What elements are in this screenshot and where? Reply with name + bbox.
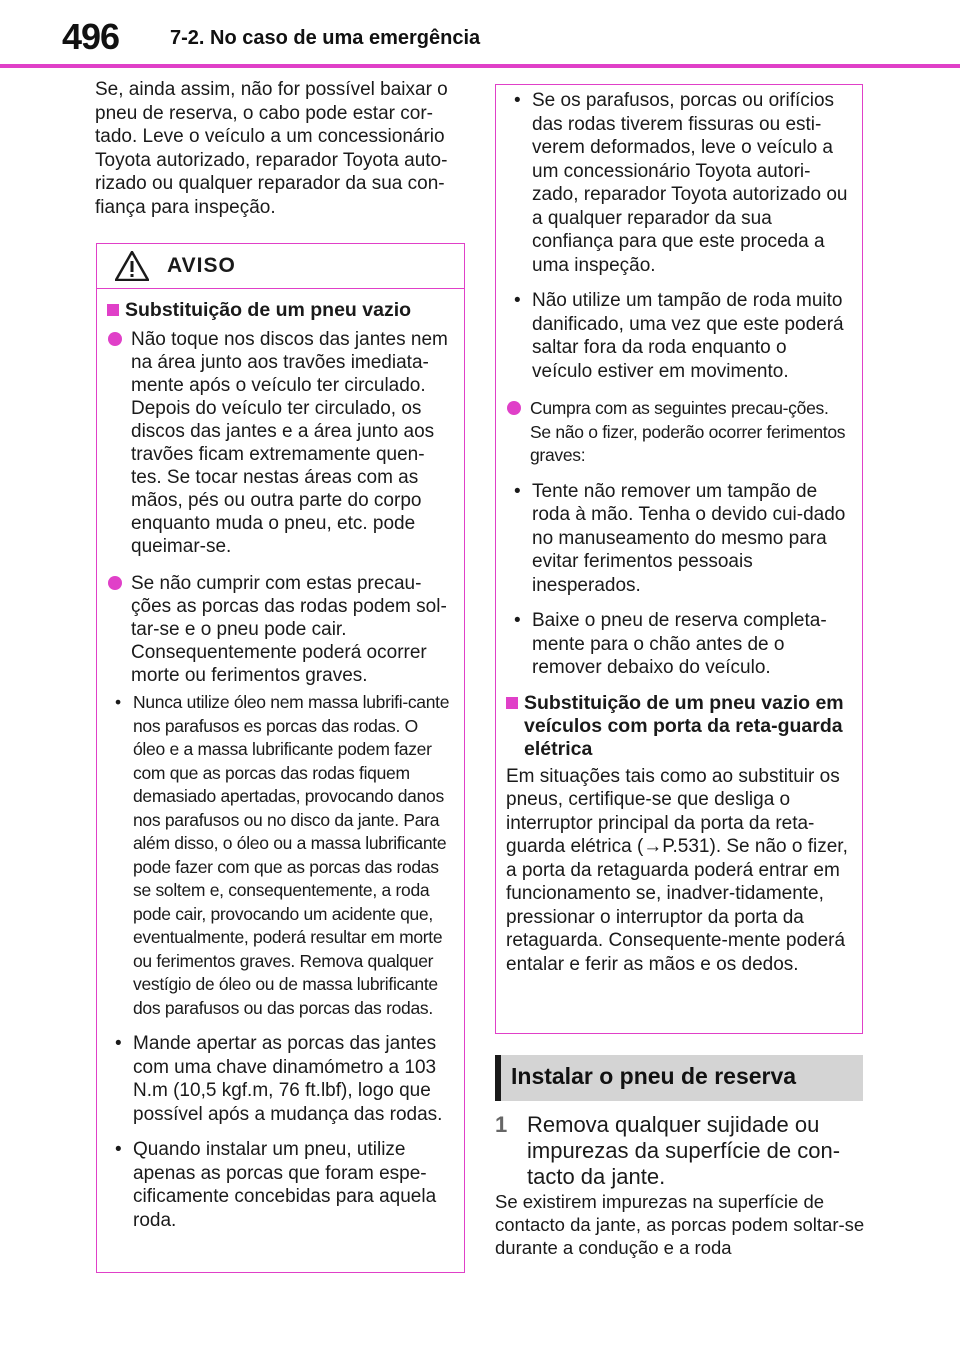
page-number: 496 <box>62 16 120 57</box>
body-text: ). Se não o fizer, a porta da retaguarda… <box>506 836 848 975</box>
warning-item-text: Cumpra com as seguintes precau-ções. Se … <box>530 398 846 465</box>
list-item: •Baixe o pneu de reserva completa-mente … <box>514 610 827 678</box>
list-item-text: Tente não remover um tampão de roda à mã… <box>532 480 846 596</box>
step-description: Se existirem impurezas na superfície de … <box>495 1191 865 1258</box>
list-item-text: Não utilize um tampão de roda muito dani… <box>532 290 844 382</box>
section-heading: Substituição de um pneu vazio <box>107 299 454 322</box>
warning-triangle-icon <box>115 251 149 281</box>
header-divider <box>0 64 960 68</box>
step-text: Remova qualquer sujidade ou impurezas da… <box>527 1112 841 1189</box>
warning-label: AVISO <box>167 254 236 277</box>
list-item: •Quando instalar um pneu, utilize apenas… <box>115 1139 437 1231</box>
step-number: 1 <box>495 1112 508 1137</box>
warning-content: •Se os parafusos, porcas ou orifícios da… <box>496 85 862 976</box>
warning-item-text: Se não cumprir com estas precau-ções as … <box>131 573 447 686</box>
warning-item: Não toque nos discos das jantes nem na á… <box>107 328 454 558</box>
intro-paragraph: Se, ainda assim, não for possível baixar… <box>95 79 448 218</box>
section-heading: Substituição de um pneu vazio em veículo… <box>506 692 852 761</box>
list-item-text: Nunca utilize óleo nem massa lubrifi-can… <box>133 692 450 1018</box>
section-title: Instalar o pneu de reserva <box>511 1063 797 1089</box>
warning-content: Substituição de um pneu vazio Não toque … <box>97 299 464 1232</box>
section-accent <box>495 1055 501 1101</box>
list-item-text: Se os parafusos, porcas ou orifícios das… <box>532 90 848 276</box>
list-item-text: Mande apertar as porcas das jantes com u… <box>133 1033 443 1125</box>
square-bullet-icon <box>107 304 119 316</box>
section-heading-text: Substituição de um pneu vazio em veículo… <box>524 691 844 760</box>
body-paragraph: Em situações tais como ao substituir os … <box>506 765 852 977</box>
list-item: •Nunca utilize óleo nem massa lubrifi-ca… <box>115 692 450 1018</box>
list-item: •Se os parafusos, porcas ou orifícios da… <box>514 90 848 276</box>
section-heading-text: Substituição de um pneu vazio <box>125 299 412 321</box>
page-header: 496 7-2. No caso de uma emergência <box>0 0 960 68</box>
square-bullet-icon <box>506 696 518 709</box>
step-item: 1 Remova qualquer sujidade ou impurezas … <box>495 1112 865 1190</box>
section-title-bar: Instalar o pneu de reserva <box>495 1055 863 1101</box>
circle-bullet-icon <box>507 401 521 415</box>
warning-header: AVISO <box>97 244 464 289</box>
circle-bullet-icon <box>108 576 122 590</box>
circle-bullet-icon <box>108 332 122 346</box>
warning-box: AVISO Substituição de um pneu vazio Não … <box>96 243 465 1273</box>
body-text: Em situações tais como ao substituir os … <box>506 765 840 858</box>
list-item: •Não utilize um tampão de roda muito dan… <box>514 290 844 382</box>
list-item: •Mande apertar as porcas das jantes com … <box>115 1033 443 1125</box>
warning-box-continued: •Se os parafusos, porcas ou orifícios da… <box>495 84 863 1034</box>
chapter-title: 7-2. No caso de uma emergência <box>170 27 481 49</box>
warning-item-text: Não toque nos discos das jantes nem na á… <box>131 329 448 557</box>
list-item-text: Quando instalar um pneu, utilize apenas … <box>133 1139 437 1231</box>
list-item: •Tente não remover um tampão de roda à m… <box>514 480 846 596</box>
list-item-text: Baixe o pneu de reserva completa-mente p… <box>532 610 827 678</box>
warning-item: Cumpra com as seguintes precau-ções. Se … <box>506 397 852 468</box>
page-reference: →P.531 <box>643 836 710 857</box>
warning-item: Se não cumprir com estas precau-ções as … <box>107 572 454 687</box>
